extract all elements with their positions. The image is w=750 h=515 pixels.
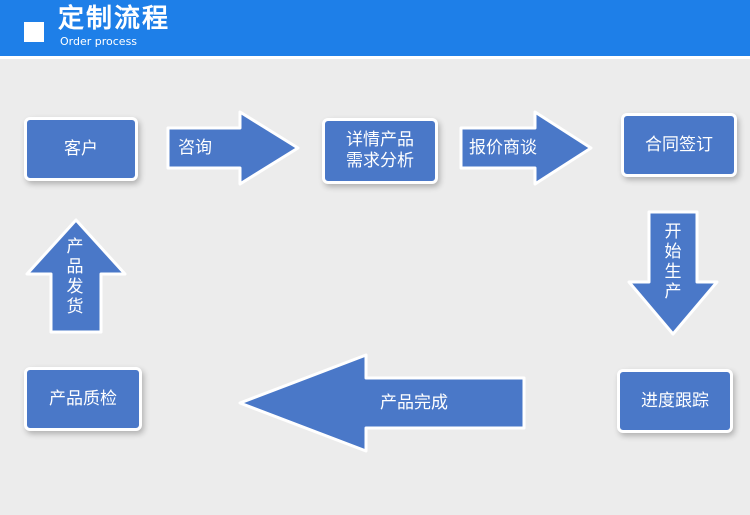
step-quality-check-box: 产品质检 (24, 367, 142, 431)
arrow-quote-label: 报价商谈 (469, 138, 537, 158)
step-contract-label: 合同签订 (645, 134, 713, 155)
step-customer-box: 客户 (24, 117, 138, 181)
arrow-consult (166, 110, 300, 186)
arrow-product-complete (238, 353, 526, 453)
page-subtitle: Order process (60, 35, 138, 48)
arrow-shipping-label: 产品发货 (66, 237, 84, 317)
arrow-shipping (25, 218, 127, 334)
step-contract-box: 合同签订 (621, 113, 737, 177)
page-title: 定制流程 (58, 4, 171, 34)
step-progress-tracking-label: 进度跟踪 (641, 390, 709, 411)
header-square-icon (24, 22, 44, 42)
step-customer-label: 客户 (64, 138, 98, 159)
step-progress-tracking-box: 进度跟踪 (617, 369, 733, 433)
step-quality-check-label: 产品质检 (49, 388, 117, 409)
arrow-start-production (627, 210, 719, 336)
page-header: 定制流程 Order process (0, 0, 750, 59)
arrow-product-complete-label: 产品完成 (380, 393, 448, 413)
step-product-analysis-line2: 需求分析 (346, 151, 414, 171)
arrow-quote (459, 110, 593, 186)
arrow-consult-label: 咨询 (178, 138, 212, 158)
arrow-start-production-label: 开始生产 (664, 222, 682, 302)
step-product-analysis-line1: 详情产品 (346, 130, 414, 150)
step-product-analysis-box: 详情产品 需求分析 (322, 118, 438, 184)
